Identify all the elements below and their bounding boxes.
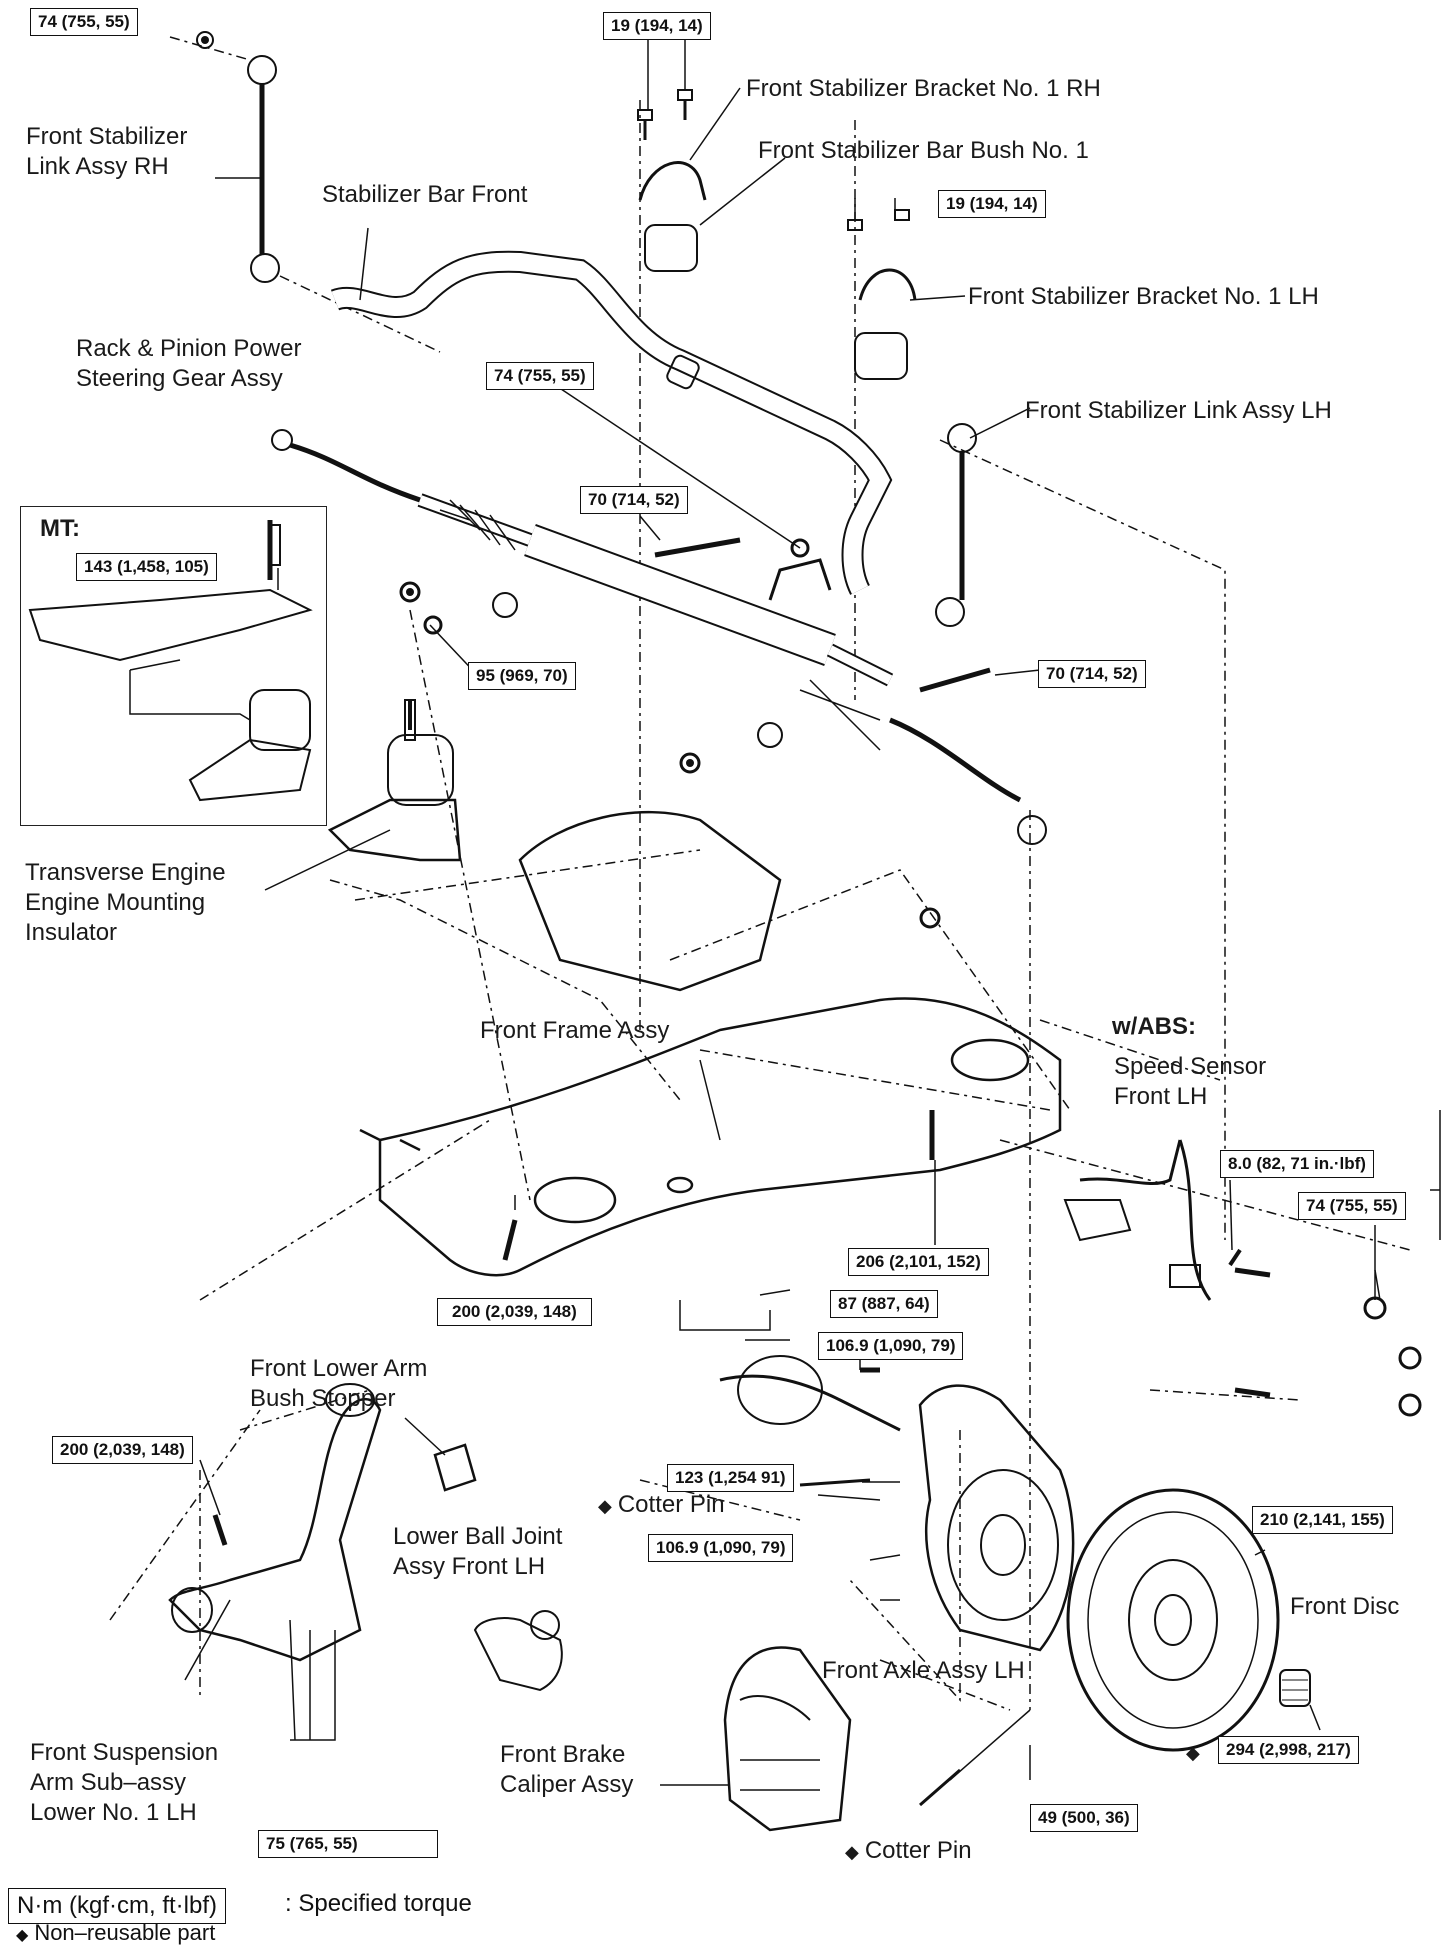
label-line: Engine Mounting — [25, 889, 206, 916]
label-line: Front LH — [1114, 1083, 1208, 1110]
label-stab-bar-front: Stabilizer Bar Front — [322, 181, 528, 208]
bush-stopper-art — [433, 1443, 477, 1492]
speed-sensor-art — [1063, 1139, 1212, 1301]
label-line: Lower No. 1 LH — [30, 1799, 197, 1826]
torque-74-mid: 74 (755, 55) — [486, 362, 594, 390]
legend-unit-desc: : Specified torque — [285, 1890, 472, 1917]
label-line: Front Stabilizer — [26, 123, 188, 150]
label-line: Cotter Pin — [617, 1491, 725, 1518]
bracket-rh — [637, 89, 707, 272]
label-speed-sensor: Speed Sensor Front LH — [1114, 1052, 1266, 1112]
mt-inset-art — [28, 524, 313, 802]
caliper-art — [723, 1646, 852, 1832]
lower-arm-art — [168, 1383, 382, 1662]
torque-210: 210 (2,141, 155) — [1252, 1506, 1393, 1534]
label-stab-link-rh: Front Stabilizer Link Assy RH — [26, 122, 187, 182]
knuckle-art — [719, 1355, 1075, 1652]
stabilizer-link-lh — [935, 423, 977, 627]
torque-294: 294 (2,998, 217) — [1218, 1736, 1359, 1764]
ball-joint-art — [473, 1610, 563, 1692]
torque-8-0: 8.0 (82, 71 in.·lbf) — [1220, 1150, 1374, 1178]
torque-74-top: 74 (755, 55) — [30, 8, 138, 36]
hub-nut-art — [1279, 1669, 1311, 1707]
cotter-pin-art — [799, 1478, 871, 1487]
torque-143: 143 (1,458, 105) — [76, 553, 217, 581]
torque-95: 95 (969, 70) — [468, 662, 576, 690]
torque-87: 87 (887, 64) — [830, 1290, 938, 1318]
label-line: Insulator — [25, 919, 118, 946]
label-line: Steering Gear Assy — [76, 365, 283, 392]
label-line: Link Assy RH — [26, 153, 169, 180]
label-abs: w/ABS: — [1112, 1013, 1196, 1040]
stabilizer-link-rh — [196, 31, 280, 283]
label-line: Assy Front LH — [393, 1553, 546, 1580]
nonreusable-marker: ◆ — [845, 1842, 859, 1862]
torque-106-9-a: 106.9 (1,090, 79) — [818, 1332, 964, 1360]
front-disc-art — [1066, 1488, 1280, 1752]
label-lower-arm-bush: Front Lower Arm Bush Stopper — [250, 1354, 427, 1414]
torque-74-right: 74 (755, 55) — [1298, 1192, 1406, 1220]
bracket-lh — [847, 209, 917, 380]
label-mt: MT: — [40, 515, 80, 542]
label-engine-mount: Transverse Engine Engine Mounting Insula… — [25, 858, 226, 948]
label-cotter-pin-1: ◆Cotter Pin — [598, 1490, 725, 1521]
label-line: Cotter Pin — [864, 1837, 972, 1864]
engine-mount — [327, 699, 462, 862]
torque-19-lh: 19 (194, 14) — [938, 190, 1046, 218]
label-line: Rack & Pinion Power — [76, 335, 302, 362]
label-stab-bracket-rh: Front Stabilizer Bracket No. 1 RH — [746, 75, 1101, 102]
label-stab-link-lh: Front Stabilizer Link Assy LH — [1025, 397, 1332, 424]
label-front-frame: Front Frame Assy — [480, 1017, 670, 1044]
label-cotter-pin-2: ◆Cotter Pin — [845, 1836, 972, 1867]
label-line: Speed Sensor — [1114, 1053, 1267, 1080]
torque-49: 49 (500, 36) — [1030, 1804, 1138, 1832]
legend-nonreusable-text: Non–reusable part — [34, 1920, 216, 1945]
cotter-pin-art-2 — [919, 1768, 961, 1807]
steering-rack — [271, 429, 1047, 845]
label-rack-pinion: Rack & Pinion Power Steering Gear Assy — [76, 334, 301, 394]
legend-unit-box: N·m (kgf·cm, ft·lbf) — [8, 1888, 226, 1924]
label-line: Front Brake — [500, 1741, 626, 1768]
mt-inset-frame — [20, 506, 327, 826]
torque-19-rh: 19 (194, 14) — [603, 12, 711, 40]
label-ball-joint: Lower Ball Joint Assy Front LH — [393, 1522, 562, 1582]
nonreusable-marker: ◆ — [598, 1496, 612, 1516]
label-line: Lower Ball Joint — [393, 1523, 563, 1550]
torque-206: 206 (2,101, 152) — [848, 1248, 989, 1276]
label-caliper: Front Brake Caliper Assy — [500, 1740, 633, 1800]
label-line: Front Suspension — [30, 1739, 219, 1766]
label-line: Front Lower Arm — [250, 1355, 428, 1382]
torque-106-9-b: 106.9 (1,090, 79) — [648, 1534, 794, 1562]
label-line: Bush Stopper — [250, 1385, 396, 1412]
torque-200-a: 200 (2,039, 148) — [437, 1298, 592, 1326]
nonreusable-marker: ◆ — [1186, 1743, 1200, 1763]
legend-nonreusable: ◆ Non–reusable part — [16, 1918, 215, 1951]
label-line: Transverse Engine — [25, 859, 226, 886]
label-line: Arm Sub–assy — [30, 1769, 187, 1796]
torque-70-a: 70 (714, 52) — [580, 486, 688, 514]
front-frame — [359, 810, 1062, 1277]
label-lower-arm: Front Suspension Arm Sub–assy Lower No. … — [30, 1738, 218, 1828]
torque-70-b: 70 (714, 52) — [1038, 660, 1146, 688]
label-front-disc: Front Disc — [1290, 1593, 1400, 1620]
label-line: Caliper Assy — [500, 1771, 634, 1798]
torque-75: 75 (765, 55) — [258, 1830, 438, 1858]
nonreusable-marker: ◆ — [16, 1927, 29, 1944]
torque-123: 123 (1,254 91) — [667, 1464, 794, 1492]
label-stab-bracket-lh: Front Stabilizer Bracket No. 1 LH — [968, 283, 1319, 310]
torque-200-b: 200 (2,039, 148) — [52, 1436, 193, 1464]
label-stab-bush: Front Stabilizer Bar Bush No. 1 — [758, 137, 1089, 164]
label-front-axle: Front Axle Assy LH — [822, 1657, 1025, 1684]
